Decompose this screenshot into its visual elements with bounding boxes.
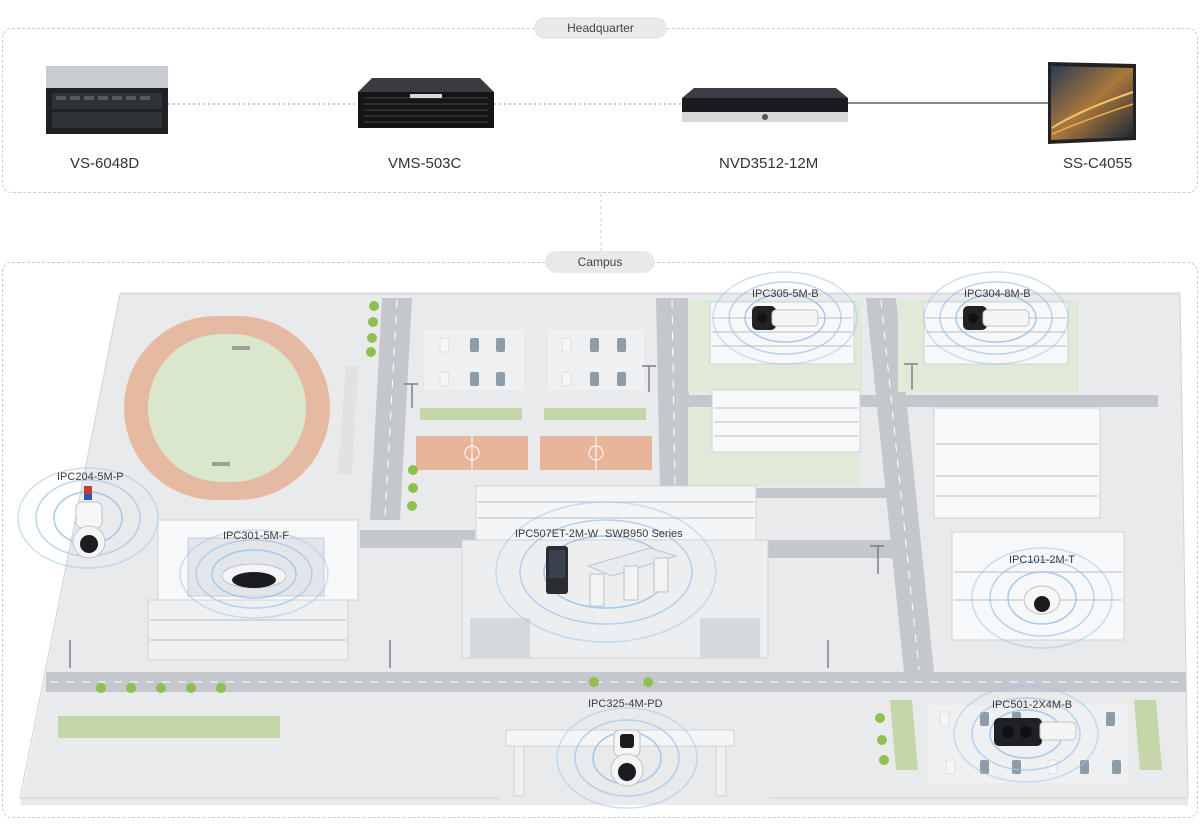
device-label-vs-6048d: VS-6048D [70,155,140,172]
perimeter-fence [19,293,1189,799]
storage-server-icon [46,66,168,134]
turret-camera-icon [1023,585,1061,615]
main-building [461,485,769,659]
face-terminal-icon [546,546,568,594]
bullet-camera-icon-1 [752,306,819,330]
coverage-rings [17,271,1113,809]
camera-label-ipc301-5m-f: IPC301-5M-F [223,530,290,542]
bullet-camera-icon-2 [963,306,1030,330]
street-lamp-icons [69,363,918,668]
parking-lot-north [424,330,644,390]
fisheye-camera-icon [221,563,287,589]
ptz-camera-icon [72,486,106,559]
camera-label-ipc101-2m-t: IPC101-2M-T [1009,554,1076,566]
running-track [124,316,358,500]
road-markings [50,299,1182,683]
camera-label-ipc325-4m-pd: IPC325-4M-PD [588,698,663,710]
camera-label-ipc305-5m-b: IPC305-5M-B [752,288,819,300]
east-building-north [933,407,1101,519]
dual-ptz-camera-icon [610,729,644,787]
headquarter-label: Headquarter [534,17,667,39]
camera-label-ipc304-8m-b: IPC304-8M-B [964,288,1031,300]
green-strips [58,408,1162,770]
device-label-nvd3512-12m: NVD3512-12M [719,155,819,172]
campus-label: Campus [545,251,655,273]
dorm-building-3 [711,389,861,453]
speed-gate-icon [586,547,678,607]
video-decoder-icon [682,88,848,122]
video-wall-screen-icon [1048,62,1136,144]
device-label-vms-503c: VMS-503C [388,155,462,172]
basketball-courts [416,436,652,470]
camera-label-ipc501-2x4m-b: IPC501-2X4M-B [992,699,1073,711]
device-label-ss-c4055: SS-C4055 [1063,155,1133,172]
camera-label-ipc507et-2m-w: IPC507ET-2M-W [515,528,599,540]
camera-label-swb950-series: SWB950 Series [605,528,683,540]
tree-icons [96,301,889,765]
camera-label-ipc204-5m-p: IPC204-5M-P [57,471,124,483]
vms-server-icon [358,78,494,128]
multi-sensor-camera-icon [994,718,1077,746]
